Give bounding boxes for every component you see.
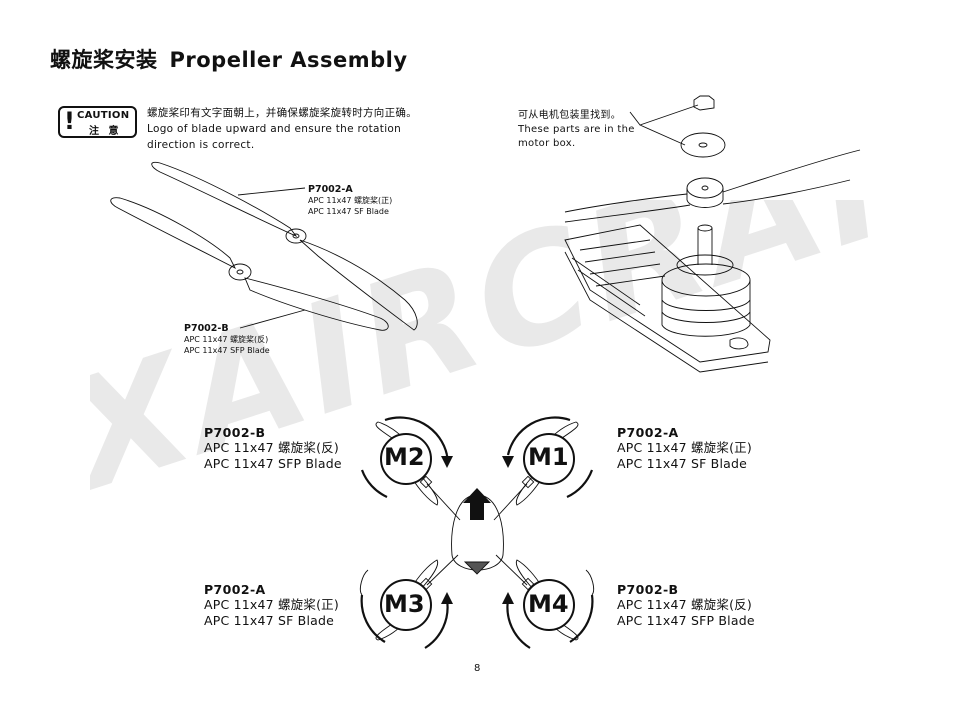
m4-prop-en: APC 11x47 SFP Blade xyxy=(617,613,755,628)
page-title: 螺旋桨安装 Propeller Assembly xyxy=(50,44,408,74)
caution-badge: ! CAUTION 注 意 xyxy=(58,106,137,138)
m2-prop-zh: APC 11x47 螺旋桨(反) xyxy=(204,440,339,455)
m1-prop-label: P7002-A APC 11x47 螺旋桨(正) APC 11x47 SF Bl… xyxy=(617,425,752,472)
propeller-a-illustration xyxy=(151,161,418,331)
prop-b-callout: P7002-B APC 11x47 螺旋桨(反) APC 11x47 SFP B… xyxy=(184,323,270,356)
motor-box-note-en-line2: motor box. xyxy=(518,138,576,149)
arrowheads xyxy=(441,456,514,604)
prop-a-en: APC 11x47 SF Blade xyxy=(308,207,389,216)
propeller-b-illustration xyxy=(110,197,389,331)
prop-a-code: P7002-A xyxy=(308,184,353,195)
motor-box-note-en-line1: These parts are in the xyxy=(518,124,635,135)
notice-en-line1: Logo of blade upward and ensure the rota… xyxy=(147,123,402,135)
caution-label-zh: 注 意 xyxy=(89,126,122,137)
brand-watermark: XAIRCRAFT xyxy=(90,200,890,520)
page-number: 8 xyxy=(474,663,481,674)
motor-box-note: 可从电机包装里找到。 These parts are in the motor … xyxy=(518,109,635,151)
m3-prop-label: P7002-A APC 11x47 螺旋桨(正) APC 11x47 SF Bl… xyxy=(204,582,339,629)
page-title-zh: 螺旋桨安装 xyxy=(50,48,158,72)
m2-prop-en: APC 11x47 SFP Blade xyxy=(204,456,342,471)
motor-label-m3: M3 xyxy=(384,590,425,618)
notice-zh: 螺旋桨印有文字面朝上，并确保螺旋桨旋转时方向正确。 xyxy=(147,107,417,119)
m4-prop-zh: APC 11x47 螺旋桨(反) xyxy=(617,597,752,612)
quadcopter-diagram xyxy=(359,421,595,641)
m4-prop-code: P7002-B xyxy=(617,582,679,597)
m2-prop-code: P7002-B xyxy=(204,425,266,440)
prop-b-code: P7002-B xyxy=(184,323,229,334)
motor-label-m4: M4 xyxy=(528,590,569,618)
m2-prop-label: P7002-B APC 11x47 螺旋桨(反) APC 11x47 SFP B… xyxy=(204,425,342,472)
motor-box-note-zh: 可从电机包装里找到。 xyxy=(518,110,621,121)
notice-text: 螺旋桨印有文字面朝上，并确保螺旋桨旋转时方向正确。 Logo of blade … xyxy=(147,105,417,153)
m1-prop-zh: APC 11x47 螺旋桨(正) xyxy=(617,440,752,455)
m3-prop-zh: APC 11x47 螺旋桨(正) xyxy=(204,597,339,612)
prop-b-en: APC 11x47 SFP Blade xyxy=(184,346,270,355)
motor-label-m1: M1 xyxy=(528,443,569,471)
notice-en-line2: direction is correct. xyxy=(147,139,255,151)
motor-circles xyxy=(380,433,575,631)
m3-prop-code: P7002-A xyxy=(204,582,266,597)
m3-prop-en: APC 11x47 SF Blade xyxy=(204,613,335,628)
m1-prop-code: P7002-A xyxy=(617,425,679,440)
caution-label-en: CAUTION xyxy=(77,110,130,121)
m4-prop-label: P7002-B APC 11x47 螺旋桨(反) APC 11x47 SFP B… xyxy=(617,582,755,629)
prop-b-zh: APC 11x47 螺旋桨(反) xyxy=(184,335,269,344)
prop-a-zh: APC 11x47 螺旋桨(正) xyxy=(308,196,393,205)
rotation-arrows xyxy=(360,416,594,649)
exclamation-icon: ! xyxy=(64,107,75,135)
m1-prop-en: APC 11x47 SF Blade xyxy=(617,456,748,471)
forward-arrow-icon xyxy=(463,488,491,520)
motor-label-m2: M2 xyxy=(384,443,425,471)
page-title-en: Propeller Assembly xyxy=(169,48,408,72)
prop-a-callout: P7002-A APC 11x47 螺旋桨(正) APC 11x47 SF Bl… xyxy=(308,184,392,217)
motor-mount-illustration xyxy=(564,95,861,373)
